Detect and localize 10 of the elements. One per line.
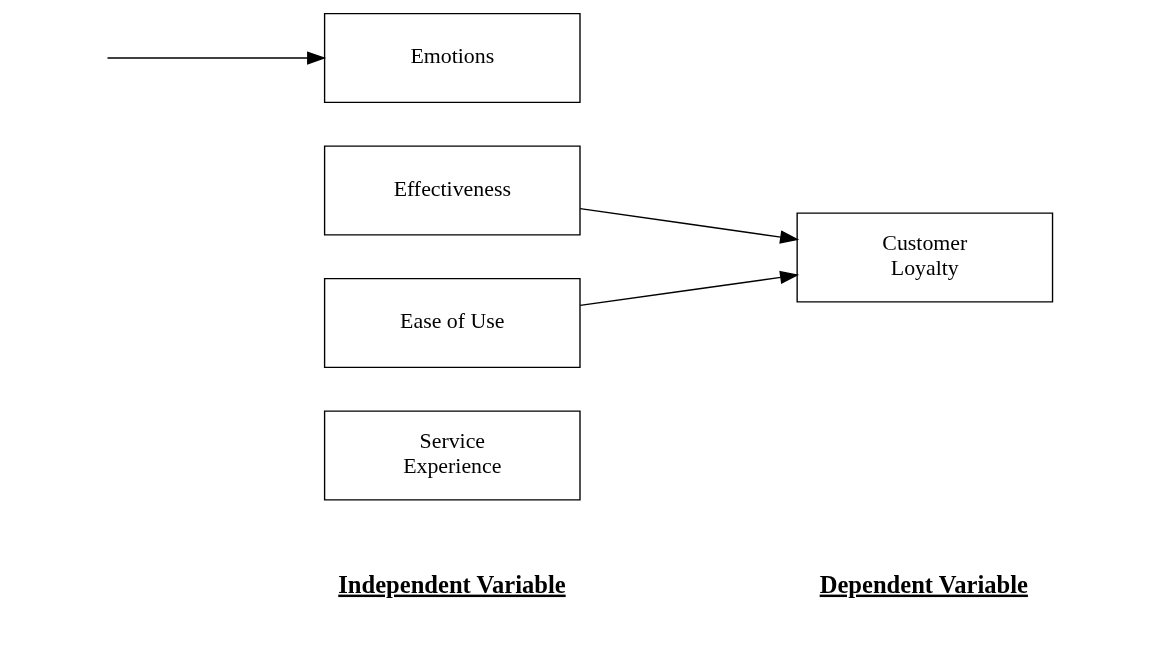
arrow (579, 270, 800, 307)
node-box: Ease of Use (323, 277, 581, 369)
arrow (579, 207, 800, 244)
node-box: Effectiveness (323, 145, 581, 236)
node-box: Service Experience (323, 410, 581, 501)
arrow (106, 51, 327, 65)
node-box: Emotions (323, 12, 581, 104)
label: Dependent Variable (819, 570, 1028, 598)
label: Independent Variable (338, 570, 566, 598)
node-box: Customer Loyalty (796, 212, 1054, 303)
